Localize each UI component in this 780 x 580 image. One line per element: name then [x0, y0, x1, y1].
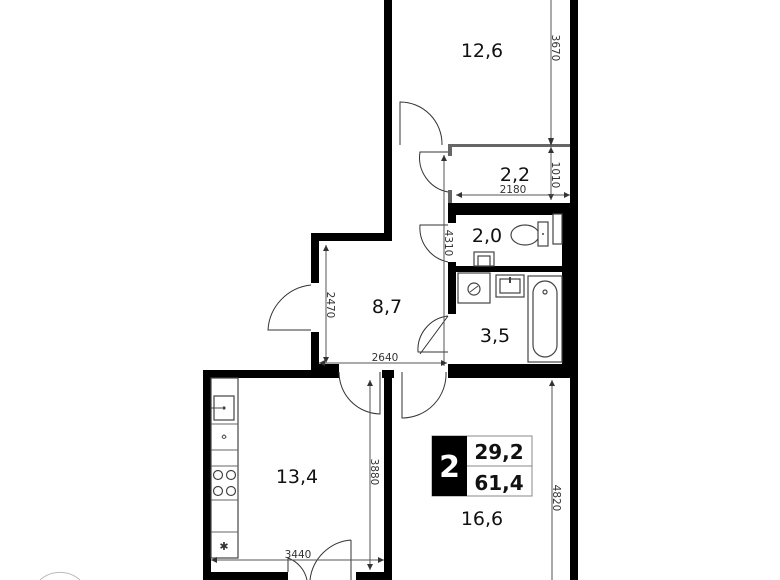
fixtures: ✱: [210, 213, 563, 559]
door-bathroom: [417, 315, 449, 355]
dim-bedroom-top-length: 3670: [549, 35, 561, 62]
dimension-labels: 3670 1010 2180 4310 2470 2640 3880 3440 …: [285, 35, 562, 561]
dim-corridor-length: 4310: [442, 230, 454, 257]
dim-storage-width: 2180: [500, 184, 527, 196]
total-area: 61,4: [474, 471, 523, 495]
door-bedroom-top: [399, 101, 443, 146]
dimension-lines: [211, 0, 570, 580]
fridge-icon: ✱: [219, 540, 228, 553]
room-area-bathroom: 3,5: [480, 325, 510, 347]
room-area-kitchen: 13,4: [276, 466, 318, 488]
dim-hallway-width: 2640: [372, 352, 399, 364]
room-areas: 12,6 2,2 2,0 8,7 3,5 13,4 16,6: [276, 40, 530, 530]
walls: [203, 0, 578, 580]
room-area-storage: 2,2: [500, 164, 530, 186]
door-kitchen-lower: [287, 557, 308, 580]
door-kitchen: [338, 371, 381, 415]
room-area-hallway: 8,7: [372, 296, 402, 318]
apartment-summary-badge: 2 29,2 61,4: [431, 435, 533, 497]
room-area-bedroom-bottom: 16,6: [461, 508, 503, 530]
doors: [39, 101, 449, 580]
living-area: 29,2: [474, 440, 523, 464]
dim-storage-depth: 1010: [549, 162, 561, 189]
room-area-toilet: 2,0: [472, 225, 502, 247]
dim-kitchen-width: 3440: [285, 549, 312, 561]
dim-bedroom-bottom-length: 4820: [550, 485, 562, 512]
door-storage: [419, 151, 449, 193]
rooms-count: 2: [439, 450, 460, 485]
door-toilet: [419, 224, 449, 263]
toilet-icon: [510, 224, 540, 246]
stove-icon: [212, 469, 237, 497]
dim-hallway-height: 2470: [324, 292, 336, 319]
dim-kitchen-length: 3880: [368, 459, 380, 486]
door-bedroom-bottom: [401, 371, 447, 419]
door-entrance: [267, 284, 312, 331]
room-area-bedroom-top: 12,6: [461, 40, 503, 62]
